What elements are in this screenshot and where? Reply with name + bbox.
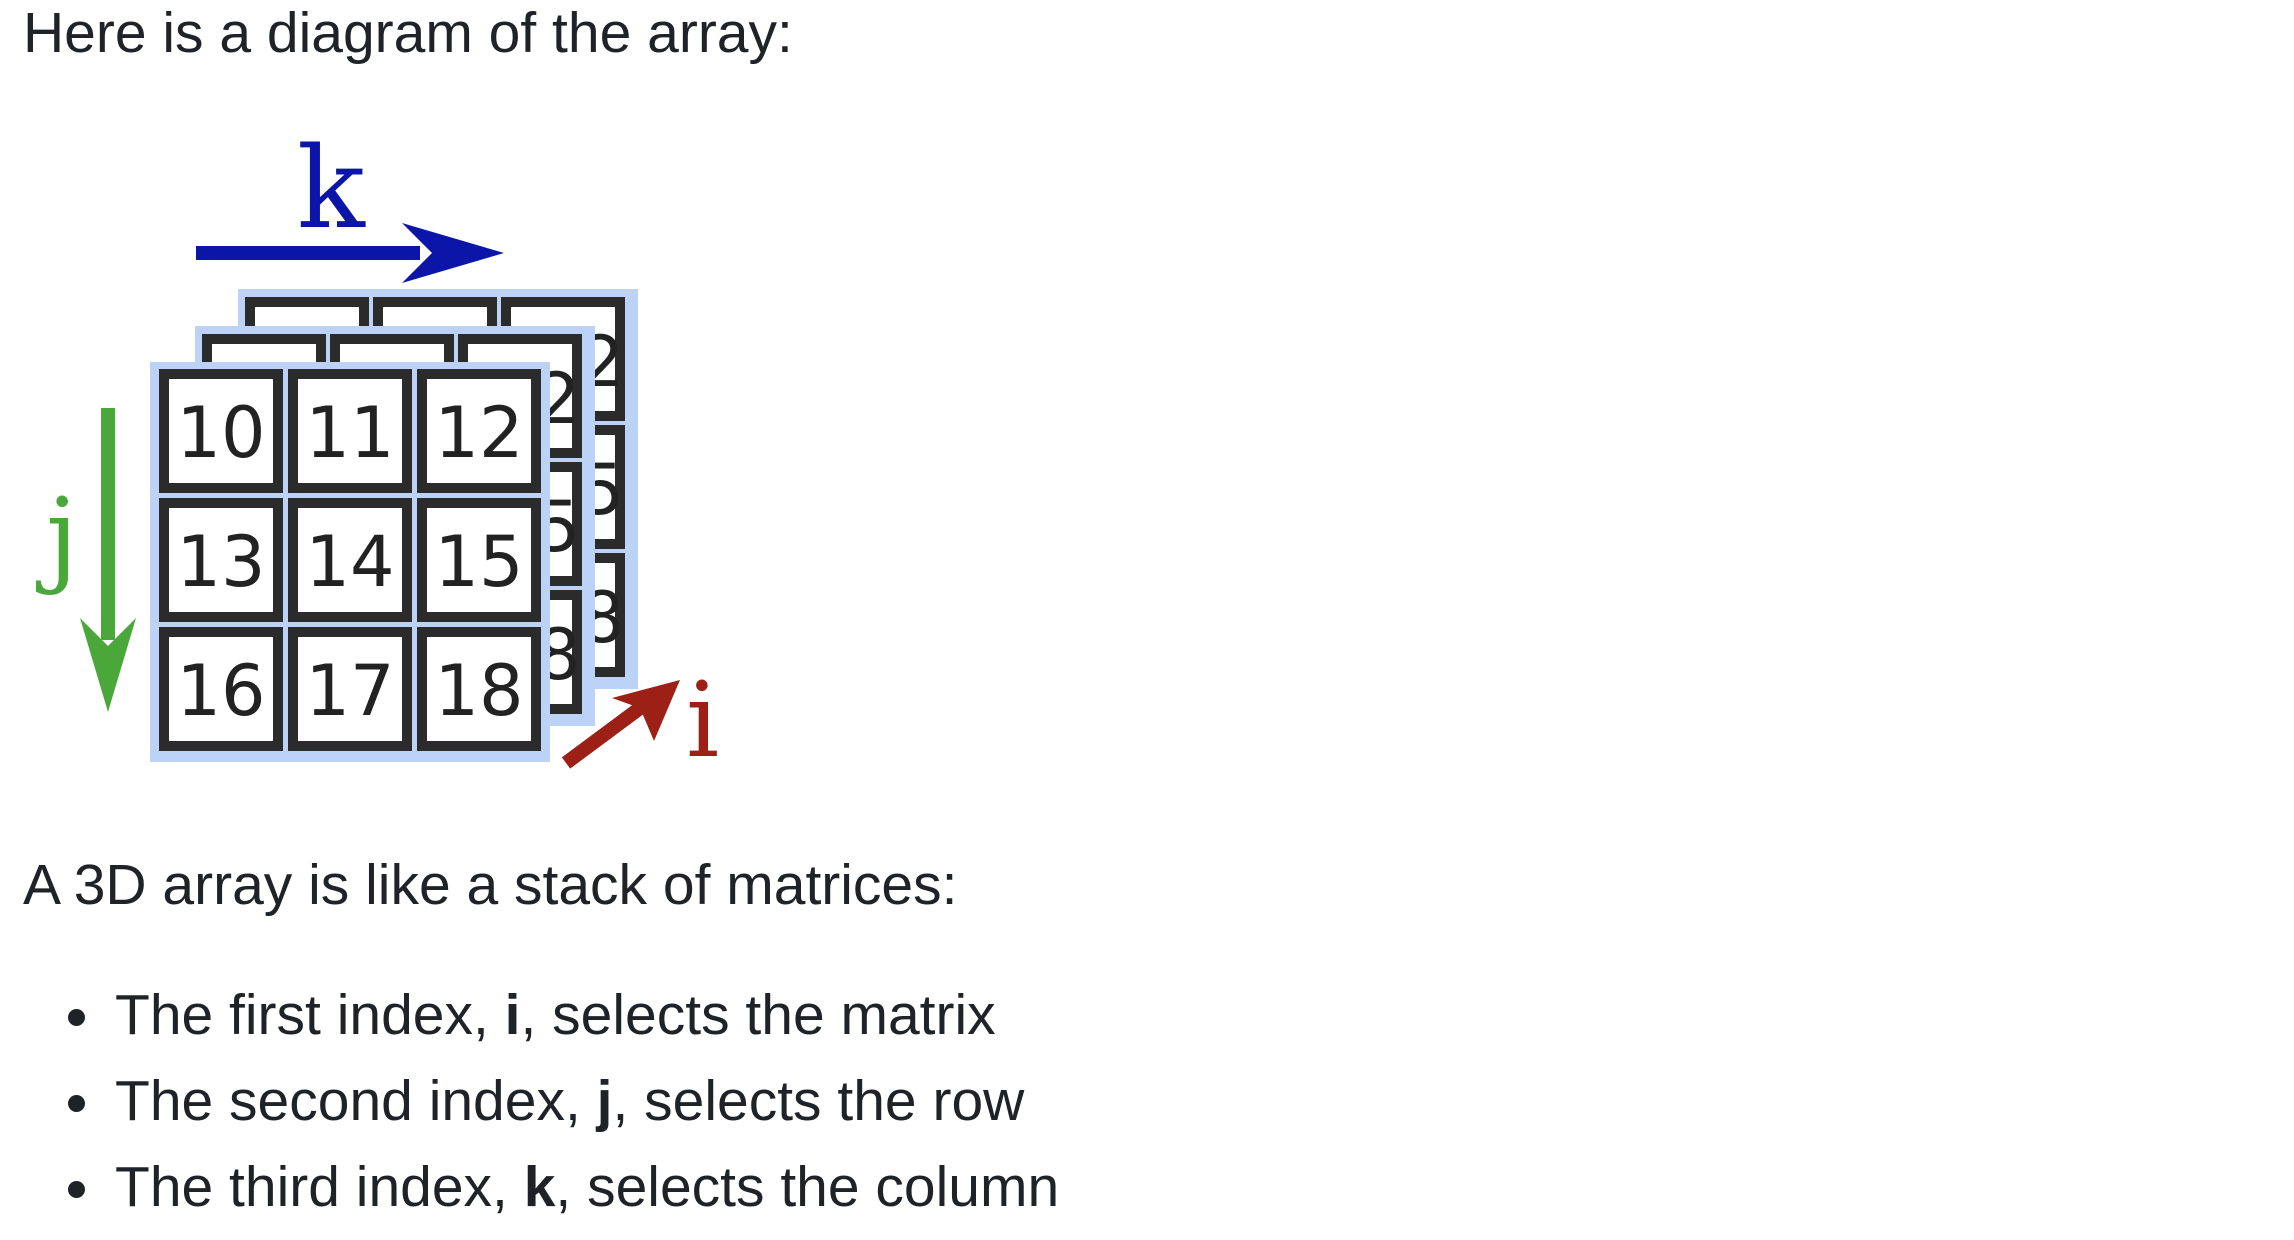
j-axis-arrowhead	[80, 618, 136, 712]
front-matrix-value: 16	[176, 650, 265, 732]
k-axis-label: k	[297, 124, 366, 254]
k-axis-arrowhead	[402, 223, 504, 283]
front-matrix-cell	[159, 627, 283, 751]
j-axis-label: j	[36, 475, 78, 597]
front-matrix-value: 13	[176, 521, 265, 603]
i-axis-arrowhead	[612, 680, 680, 741]
bullet	[68, 1181, 85, 1198]
front-matrix-value: 12	[434, 392, 523, 474]
stack-intro-text: A 3D array is like a stack of matrices:	[23, 853, 958, 917]
front-matrix-value: 10	[176, 392, 265, 474]
front-matrix-value: 18	[434, 650, 523, 732]
front-matrix-cell	[288, 369, 412, 493]
front-matrix-cell	[159, 369, 283, 493]
bullet	[68, 1095, 85, 1112]
front-matrix-cell	[417, 627, 541, 751]
front-matrix-value: 17	[305, 650, 394, 732]
front-matrix-cell	[417, 369, 541, 493]
list-item-suffix: , selects the column	[555, 1155, 1060, 1219]
list-item-prefix: The second index,	[115, 1069, 597, 1133]
front-matrix-cell	[159, 498, 283, 622]
front-matrix: 10 11 12 13 14 15 16 17 18	[150, 362, 550, 762]
list-item-prefix: The first index,	[115, 983, 505, 1047]
j-axis: j	[36, 408, 136, 712]
list-item: The third index, k, selects the column	[0, 1154, 1059, 1240]
list-item-prefix: The third index,	[115, 1155, 524, 1219]
front-matrix-cell	[288, 627, 412, 751]
list-item: The first index, i, selects the matrix	[0, 982, 1059, 1068]
k-axis: k	[196, 124, 504, 283]
front-matrix-value: 15	[434, 521, 523, 603]
array-diagram: k 2 5 8 2 5 8 10	[36, 124, 719, 780]
front-matrix-value: 11	[305, 392, 394, 474]
list-item-suffix: , selects the matrix	[520, 983, 996, 1047]
list-item-index: i	[504, 983, 521, 1047]
i-axis: i	[561, 659, 719, 780]
list-item: The second index, j, selects the row	[0, 1068, 1059, 1154]
i-axis-arrow-shaft	[561, 702, 645, 769]
front-matrix-value: 14	[305, 521, 394, 603]
front-matrix-cell	[288, 498, 412, 622]
list-item-index: j	[596, 1069, 613, 1133]
intro-text: Here is a diagram of the array:	[23, 1, 793, 65]
i-axis-label: i	[686, 659, 719, 780]
index-list: The first index, i, selects the matrix T…	[0, 982, 1059, 1240]
list-item-index: k	[523, 1155, 556, 1219]
bullet	[68, 1009, 85, 1026]
list-item-suffix: , selects the row	[612, 1069, 1025, 1133]
front-matrix-cell	[417, 498, 541, 622]
